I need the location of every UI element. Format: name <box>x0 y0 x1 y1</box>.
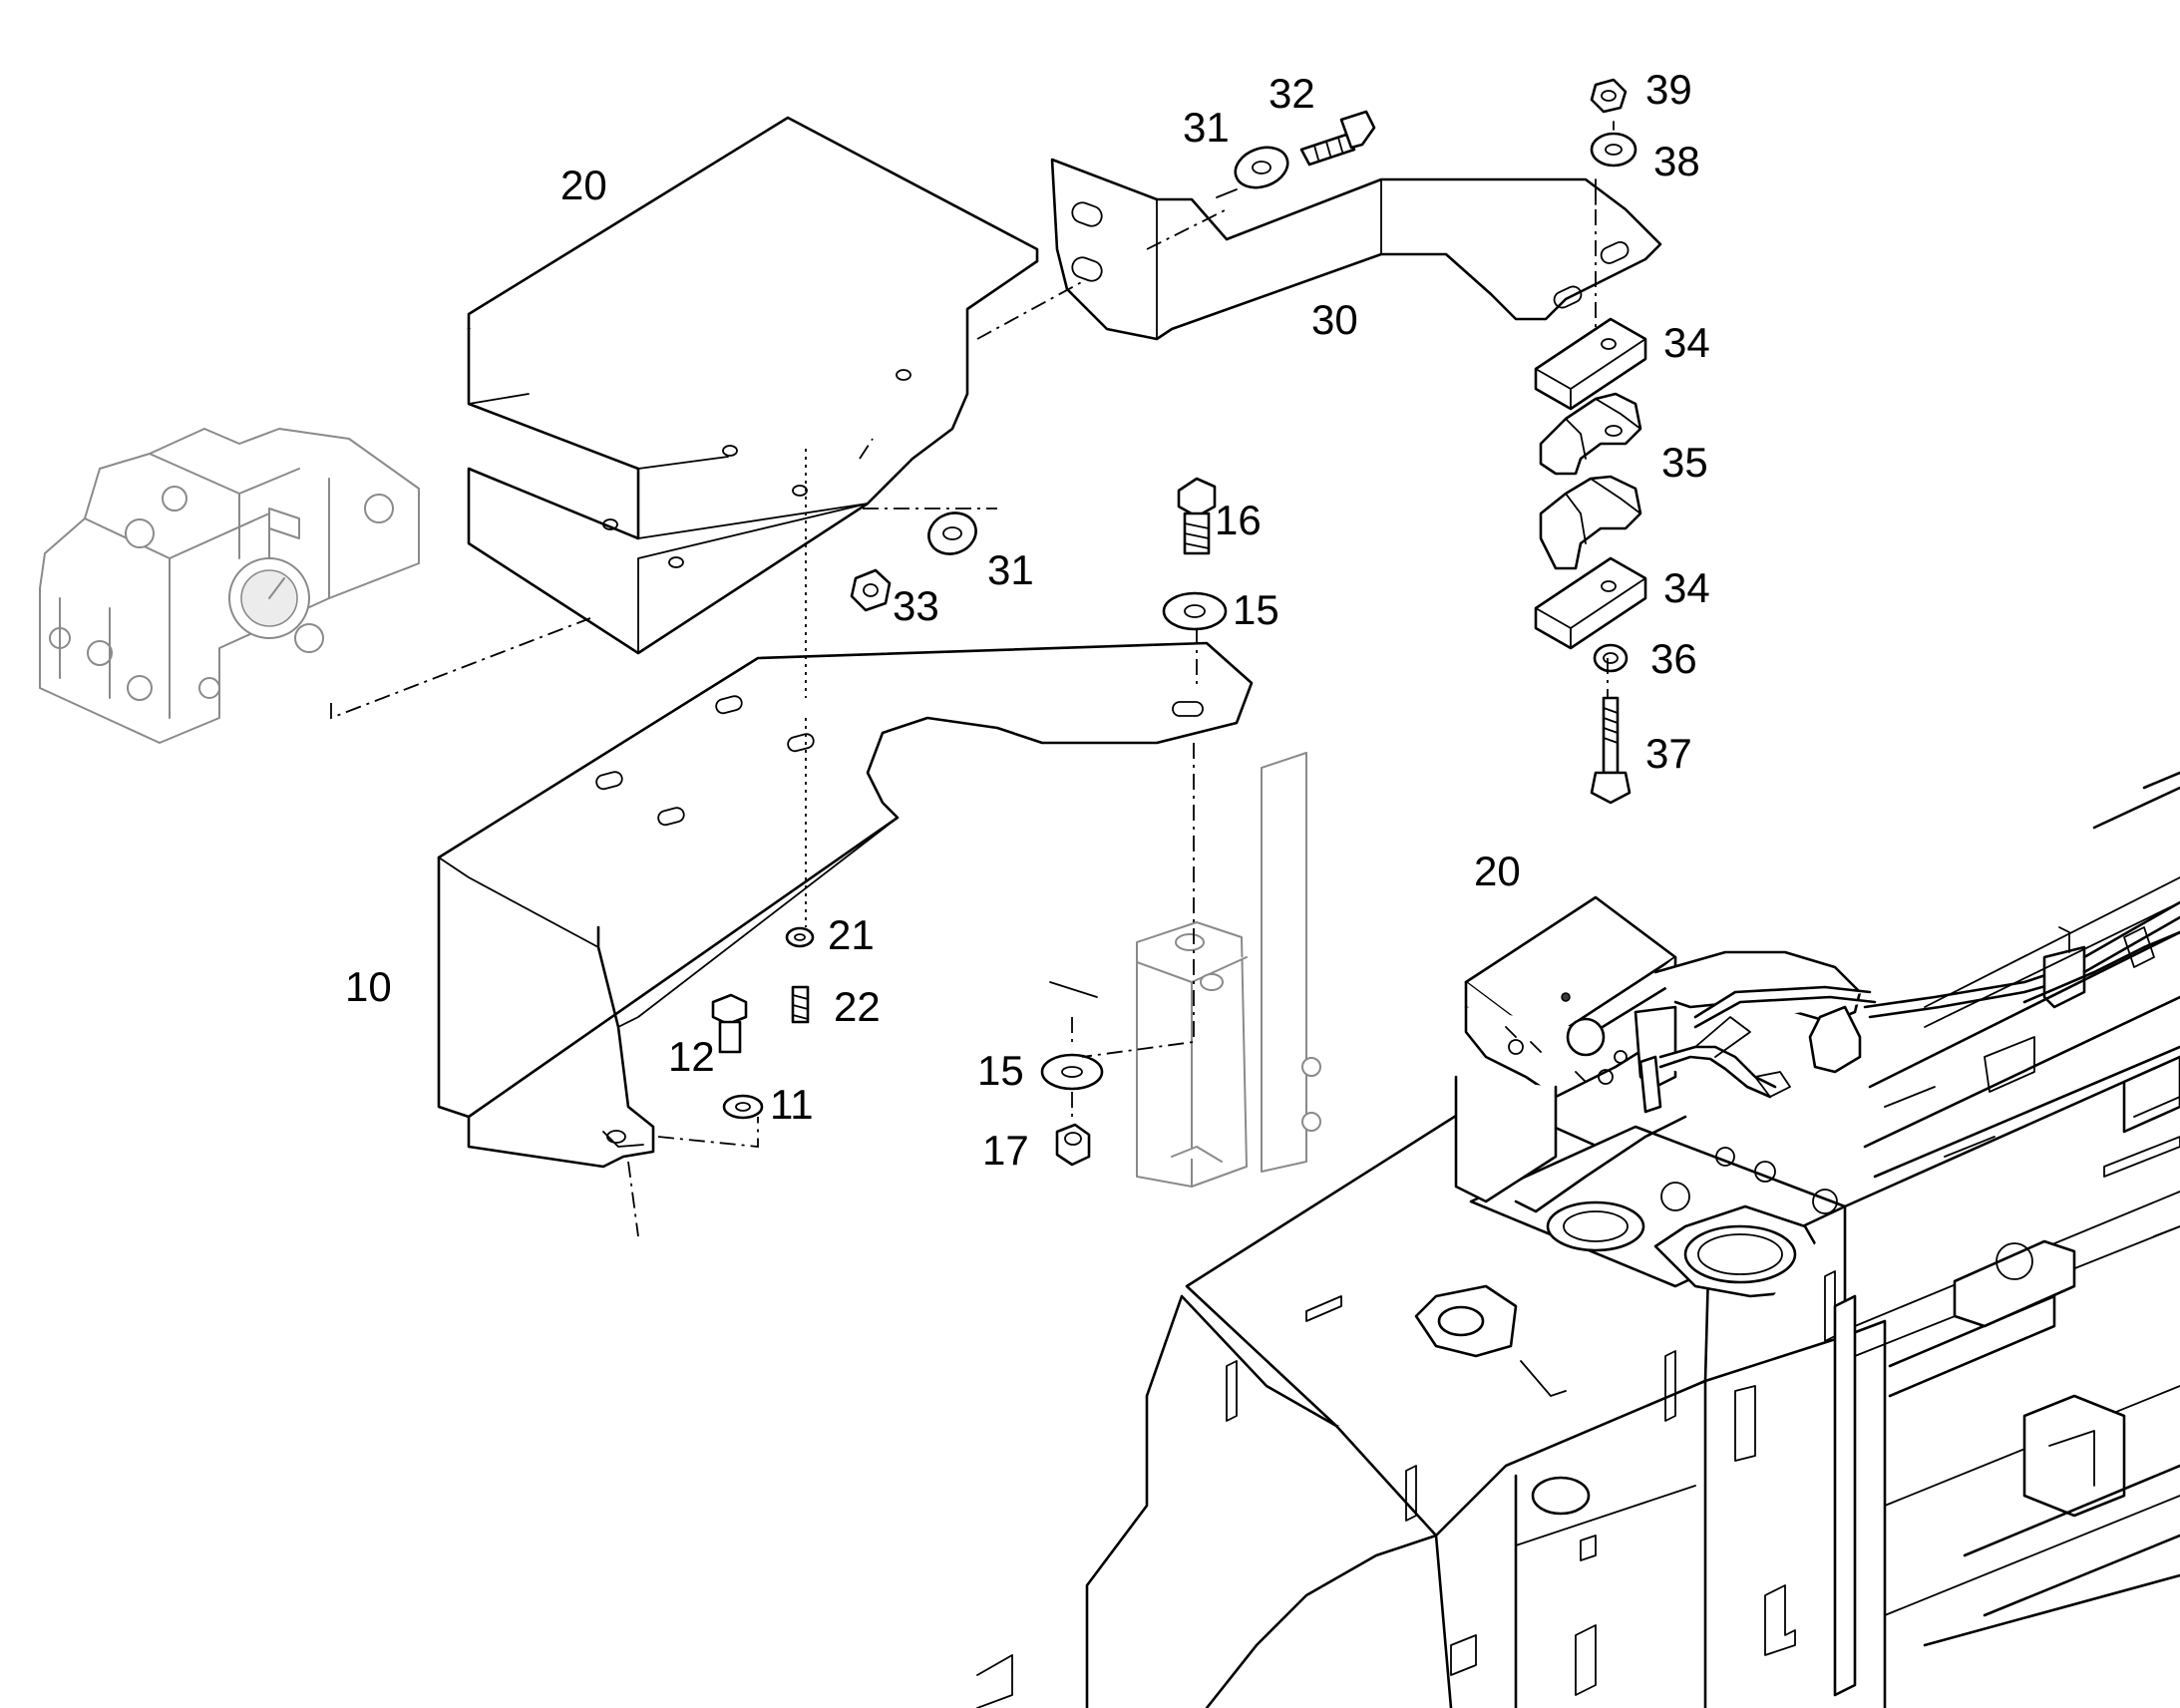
washer-38 <box>1590 132 1637 168</box>
bolt-32 <box>1299 110 1376 167</box>
callout-39: 39 <box>1645 66 1692 113</box>
bracket-part-30 <box>1050 158 1662 341</box>
callout-11: 11 <box>770 1081 814 1128</box>
plate-34-top <box>1534 317 1647 411</box>
callout-34-top: 34 <box>1663 319 1710 366</box>
nut-33 <box>850 568 892 612</box>
callout-30: 30 <box>1311 296 1358 343</box>
bolt-37 <box>1590 696 1632 805</box>
callout-15-top: 15 <box>1233 586 1279 633</box>
washer-31-mid <box>927 512 977 555</box>
bracket-part-10 <box>437 641 1254 1169</box>
callout-20-top: 20 <box>560 162 607 208</box>
washer-15-bottom <box>1040 1053 1104 1091</box>
callout-31-mid: 31 <box>987 546 1034 593</box>
screw-22 <box>791 985 810 1024</box>
callout-12: 12 <box>668 1033 715 1080</box>
callout-33: 33 <box>893 582 939 629</box>
washer-36 <box>1593 643 1629 673</box>
cover-part-20 <box>467 116 1039 655</box>
bolt-12 <box>711 993 748 1054</box>
callout-16: 16 <box>1215 497 1262 543</box>
callout-15-bottom: 15 <box>977 1047 1024 1094</box>
valve-block <box>39 428 420 744</box>
washer-31-top <box>1234 146 1289 189</box>
callout-32: 32 <box>1269 70 1315 117</box>
callout-10: 10 <box>345 963 392 1010</box>
callout-38: 38 <box>1653 138 1700 184</box>
callout-35: 35 <box>1661 439 1708 486</box>
callout-22: 22 <box>834 983 881 1030</box>
callout-labels: 20 32 31 39 38 30 34 35 34 36 37 16 15 3… <box>345 66 1710 1174</box>
callout-20-installed: 20 <box>1474 848 1521 894</box>
washer-15-top <box>1162 591 1228 631</box>
plate-34-bottom <box>1534 556 1647 650</box>
washer-11 <box>722 1094 764 1120</box>
callout-37: 37 <box>1645 730 1692 777</box>
nut-17 <box>1055 1123 1091 1167</box>
mount-post <box>1136 752 1321 1188</box>
nut-39 <box>1590 78 1628 114</box>
bolt-16 <box>1177 477 1217 555</box>
assembly-lines <box>330 121 1615 1237</box>
clamp-35 <box>1539 392 1642 570</box>
machine-assembly <box>976 771 2180 1708</box>
washer-21 <box>785 926 815 948</box>
callout-36: 36 <box>1650 635 1697 682</box>
callout-17: 17 <box>982 1127 1029 1174</box>
callout-21: 21 <box>828 911 875 958</box>
callout-34-bottom: 34 <box>1663 564 1710 611</box>
callout-31-top: 31 <box>1183 104 1230 151</box>
